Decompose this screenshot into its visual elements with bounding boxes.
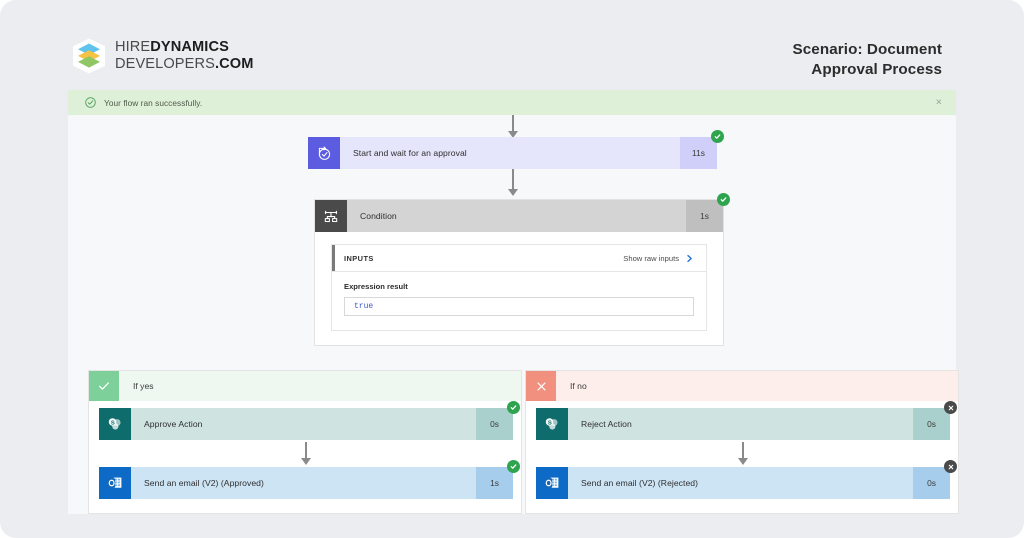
status-badge-succeeded xyxy=(507,401,520,414)
branch-if-yes: If yes S Approve Action xyxy=(88,370,522,514)
branch-if-no-content: S Reject Action 0s xyxy=(526,401,958,514)
expression-result-box: true xyxy=(344,297,694,316)
condition-block: Condition 1s INPUTS Show raw inputs xyxy=(314,193,730,346)
connector-approve-to-email xyxy=(305,442,307,460)
expression-result-section: Expression result true xyxy=(332,272,706,330)
action-node-reject[interactable]: S Reject Action 0s xyxy=(536,401,957,440)
flow-graph: Start and wait for an approval 11s xyxy=(68,115,959,514)
brand-logo: HIREDYNAMICS DEVELOPERS.COM xyxy=(72,38,253,74)
scenario-title: Scenario: Document Approval Process xyxy=(793,40,943,80)
svg-text:S: S xyxy=(111,420,115,426)
svg-text:S: S xyxy=(548,420,552,426)
brand-developers: DEVELOPERS xyxy=(115,56,215,72)
outlook-icon xyxy=(536,467,568,499)
condition-branch-icon xyxy=(315,200,347,232)
status-badge-succeeded xyxy=(711,130,724,143)
show-raw-inputs-link[interactable]: Show raw inputs xyxy=(623,254,706,263)
show-raw-inputs-label: Show raw inputs xyxy=(623,253,679,263)
condition-node-header[interactable]: Condition 1s xyxy=(315,193,730,232)
brand-dynamics: DYNAMICS xyxy=(150,39,229,56)
action-node-approval[interactable]: Start and wait for an approval 11s xyxy=(308,130,724,169)
approve-action-label: Approve Action xyxy=(131,408,476,440)
brand-wordmark: HIREDYNAMICS DEVELOPERS.COM xyxy=(115,39,253,73)
scenario-title-line-1: Scenario: Document xyxy=(792,41,942,58)
stacked-layers-logo-icon xyxy=(73,38,105,74)
approval-clock-icon xyxy=(308,137,340,169)
approval-node-label: Start and wait for an approval xyxy=(340,137,680,169)
brand-line-1: HIREDYNAMICS xyxy=(115,39,253,56)
banner-message: Your flow ran successfully. xyxy=(104,97,203,108)
arrowhead-top-to-approval xyxy=(508,131,518,138)
branch-if-no-header: If no xyxy=(526,371,958,401)
status-badge-skipped xyxy=(944,460,957,473)
branch-if-no-label: If no xyxy=(556,371,958,401)
send-email-approved-label: Send an email (V2) (Approved) xyxy=(131,467,476,499)
chevron-right-icon xyxy=(687,254,692,262)
condition-node-duration: 1s xyxy=(686,200,723,232)
brand-line-2: DEVELOPERS.COM xyxy=(115,56,253,73)
branch-if-yes-content: S Approve Action 0s xyxy=(89,401,521,514)
flow-run-canvas: Your flow ran successfully. × xyxy=(68,90,959,514)
branch-if-yes-header: If yes xyxy=(89,371,521,401)
page-header: HIREDYNAMICS DEVELOPERS.COM Scenario: Do… xyxy=(0,0,1024,90)
connector-top-to-approval xyxy=(512,115,514,135)
arrowhead-approval-to-condition xyxy=(508,189,518,196)
sharepoint-icon: S xyxy=(99,408,131,440)
connector-approval-to-condition xyxy=(512,169,514,191)
inputs-accent-bar xyxy=(332,245,335,271)
reject-action-label: Reject Action xyxy=(568,408,913,440)
arrowhead-approve-to-email xyxy=(301,458,311,465)
status-badge-succeeded xyxy=(507,460,520,473)
approve-action-duration: 0s xyxy=(476,408,513,440)
inputs-label: INPUTS xyxy=(344,253,374,263)
send-email-rejected-duration: 0s xyxy=(913,467,950,499)
action-node-send-email-approved[interactable]: Send an email (V2) (Approved) 1s xyxy=(99,460,520,499)
sharepoint-icon: S xyxy=(536,408,568,440)
reject-action-duration: 0s xyxy=(913,408,950,440)
inputs-header-row: INPUTS Show raw inputs xyxy=(332,245,706,272)
status-badge-succeeded xyxy=(717,193,730,206)
branch-if-yes-label: If yes xyxy=(119,371,521,401)
condition-node-label: Condition xyxy=(347,200,686,232)
send-email-rejected-label: Send an email (V2) (Rejected) xyxy=(568,467,913,499)
banner-close-icon[interactable]: × xyxy=(935,96,942,108)
status-badge-skipped xyxy=(944,401,957,414)
expression-result-label: Expression result xyxy=(344,282,408,291)
scenario-title-line-2: Approval Process xyxy=(811,61,942,79)
condition-inputs-panel: INPUTS Show raw inputs Expression result… xyxy=(331,244,707,331)
checkmark-icon xyxy=(89,371,119,401)
flow-success-banner: Your flow ran successfully. × xyxy=(68,90,956,115)
send-email-approved-duration: 1s xyxy=(476,467,513,499)
brand-hire: HIRE xyxy=(115,39,151,56)
arrowhead-reject-to-email xyxy=(738,458,748,465)
action-node-approve[interactable]: S Approve Action 0s xyxy=(99,401,520,440)
brand-dotcom: .COM xyxy=(214,56,254,72)
check-circle-icon xyxy=(85,97,96,108)
connector-reject-to-email xyxy=(742,442,744,460)
expression-result-value: true xyxy=(354,302,374,311)
action-node-send-email-rejected[interactable]: Send an email (V2) (Rejected) 0s xyxy=(536,460,957,499)
outlook-icon xyxy=(99,467,131,499)
approval-node-duration: 11s xyxy=(680,137,717,169)
close-x-icon xyxy=(526,371,556,401)
branch-if-no: If no S Reject Action 0 xyxy=(525,370,959,514)
